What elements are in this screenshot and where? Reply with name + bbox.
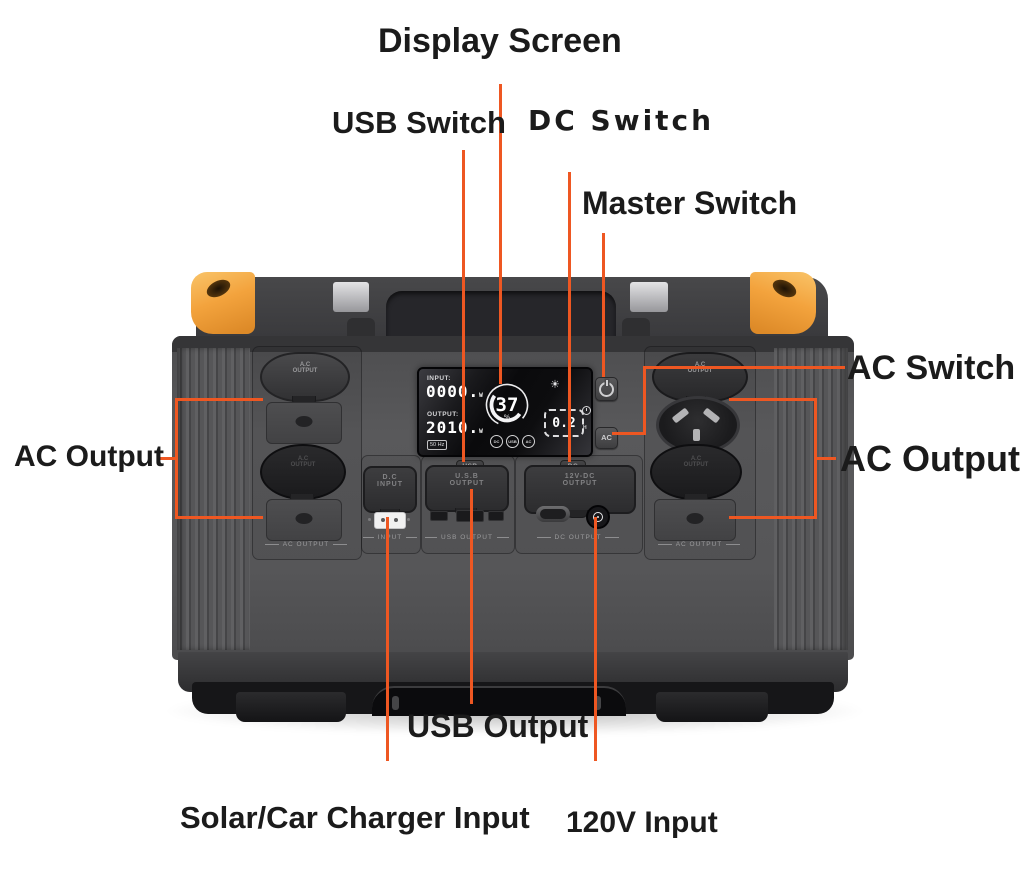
usb-port-1	[430, 511, 448, 521]
percent-sign: %	[504, 414, 511, 422]
leader-ac-switch-seg3	[643, 366, 845, 369]
leader-usb-switch	[462, 150, 465, 462]
bracket-left-arm-bottom	[175, 516, 263, 519]
leader-dc-switch	[568, 172, 571, 462]
rib-panel-right	[774, 348, 848, 650]
leader-usb-output	[470, 489, 473, 704]
body-top-shadow	[172, 336, 854, 352]
master-power-button	[595, 377, 618, 401]
bracket-right-arm-top	[729, 398, 817, 401]
status-icon-dc: DC	[490, 435, 503, 448]
leader-ac-switch-seg1	[612, 432, 646, 435]
ac-outlet-lid-open-right: A.C OUTPUT	[652, 352, 748, 402]
usb-output-cover: U.S.B OUTPUT	[425, 465, 509, 512]
display-screen: INPUT: 0000.W OUTPUT: 2010.W 50 Hz 37 %	[417, 367, 593, 457]
status-icon-usb: USB	[506, 435, 519, 448]
leader-display-screen	[499, 84, 502, 384]
callout-dc-switch: DC Switch	[528, 104, 715, 137]
status-icon-ac: AC	[522, 435, 535, 448]
foot-left	[236, 692, 346, 722]
screen-output-label: OUTPUT:	[427, 411, 459, 418]
usb-panel-label: USB OUTPUT	[425, 534, 509, 541]
socket-latch	[686, 512, 704, 524]
callout-120v-input: 120V Input	[566, 806, 718, 839]
callout-master-switch: Master Switch	[582, 185, 798, 221]
brightness-icon	[550, 375, 560, 393]
callout-usb-output: USB Output	[407, 708, 589, 744]
callout-ac-output-left: AC Output	[14, 440, 164, 473]
foot-right	[656, 692, 768, 722]
clock-icon	[582, 406, 591, 415]
socket-slot-right	[702, 407, 721, 424]
ac-outlet-cover-bottom-right: A.C OUTPUT	[650, 444, 742, 500]
bracket-left-arm-top	[175, 398, 263, 401]
leader-solar-input	[386, 517, 389, 761]
time-unit: H	[583, 425, 588, 431]
ac-charge-input-port	[586, 505, 610, 529]
ac-outlet-cover-top-left: A.C OUTPUT	[260, 352, 350, 402]
leader-120v-input	[594, 517, 597, 761]
handle-silver-left	[333, 282, 369, 312]
input-panel-label: INPUT	[363, 534, 417, 541]
handle-silver-right	[630, 282, 668, 312]
socket-latch	[295, 415, 313, 427]
screen-input-value: 0000.W	[426, 382, 483, 401]
dc-input-cover: D.C INPUT	[363, 466, 417, 513]
base-handle-recess	[372, 686, 626, 716]
battery-percent-value: 37	[496, 394, 519, 416]
left-ac-panel-label: AC OUTPUT	[258, 541, 354, 548]
base-slot-right	[594, 696, 601, 710]
power-icon	[599, 382, 614, 397]
bracket-left-tick	[157, 457, 177, 460]
socket-slot-bottom	[693, 429, 700, 441]
leader-master-switch	[602, 233, 605, 377]
solar-input-connector	[374, 512, 406, 529]
battery-gauge: 37 %	[483, 381, 531, 429]
usb-port-3	[488, 511, 504, 521]
ac-socket-plate-bottom-right	[654, 499, 736, 541]
base-slot-left	[392, 696, 399, 710]
time-remaining-box: 0.2	[544, 409, 584, 437]
screen-input-label: INPUT:	[427, 375, 451, 382]
rib-panel-left	[177, 348, 250, 650]
ac-outlet-cover-bottom-left: A.C OUTPUT	[260, 444, 346, 500]
ac-socket-plate-top-left	[266, 402, 342, 444]
callout-usb-switch: USB Switch	[332, 105, 506, 140]
callout-ac-switch: AC Switch	[847, 349, 1016, 387]
car-socket-port	[536, 506, 570, 522]
connector-screw-right	[407, 518, 410, 521]
dc-panel-label: DC OUTPUT	[521, 534, 635, 541]
socket-slot-left	[671, 407, 690, 424]
callout-display-screen: Display Screen	[378, 22, 622, 60]
connector-screw-left	[368, 518, 371, 521]
screen-output-value: 2010.W	[426, 418, 483, 437]
leader-ac-switch-seg2	[643, 367, 646, 435]
bracket-right-tick	[814, 457, 836, 460]
bracket-right-arm-bottom	[729, 516, 817, 519]
frequency-badge: 50 Hz	[427, 440, 448, 450]
callout-ac-output-right: AC Output	[840, 438, 1020, 479]
ac-socket-plate-bottom-left	[266, 499, 342, 541]
ac-switch-button: AC	[595, 427, 618, 449]
callout-solar-car-charger-input: Solar/Car Charger Input	[180, 800, 530, 835]
socket-latch	[295, 512, 313, 524]
right-ac-panel-label: AC OUTPUT	[650, 541, 748, 548]
